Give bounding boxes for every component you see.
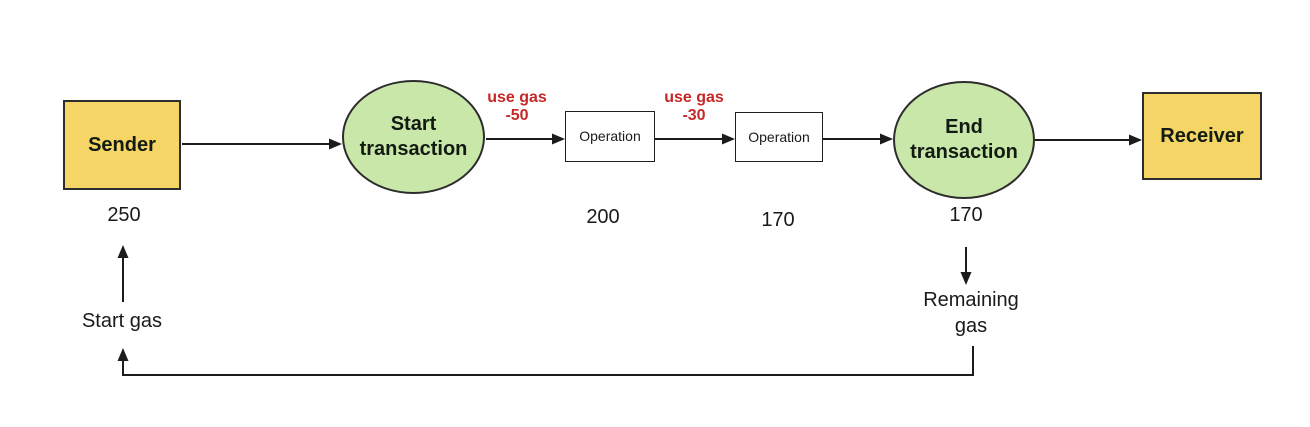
arrow-remaining-gas-to-start-gas (117, 346, 974, 376)
remaining-gas-label: Remaining gas (923, 289, 1019, 337)
end-transaction-node: End transaction (893, 81, 1035, 199)
gas-value-end: 170 (949, 204, 983, 226)
start-transaction-node: Start transaction (342, 80, 485, 194)
gas-value-start: 250 (107, 204, 141, 226)
gas-value-after-operation2: 170 (761, 209, 795, 231)
use-gas-30-label: use gas -30 (664, 89, 724, 124)
sender-node: Sender (63, 100, 181, 190)
use-gas-50-label: use gas -50 (487, 89, 547, 124)
operation-1-node: Operation (565, 111, 655, 162)
gas-value-after-operation1: 200 (586, 206, 620, 228)
operation-2-node: Operation (735, 112, 823, 162)
start-gas-label: Start gas (81, 310, 163, 332)
receiver-node: Receiver (1142, 92, 1262, 180)
